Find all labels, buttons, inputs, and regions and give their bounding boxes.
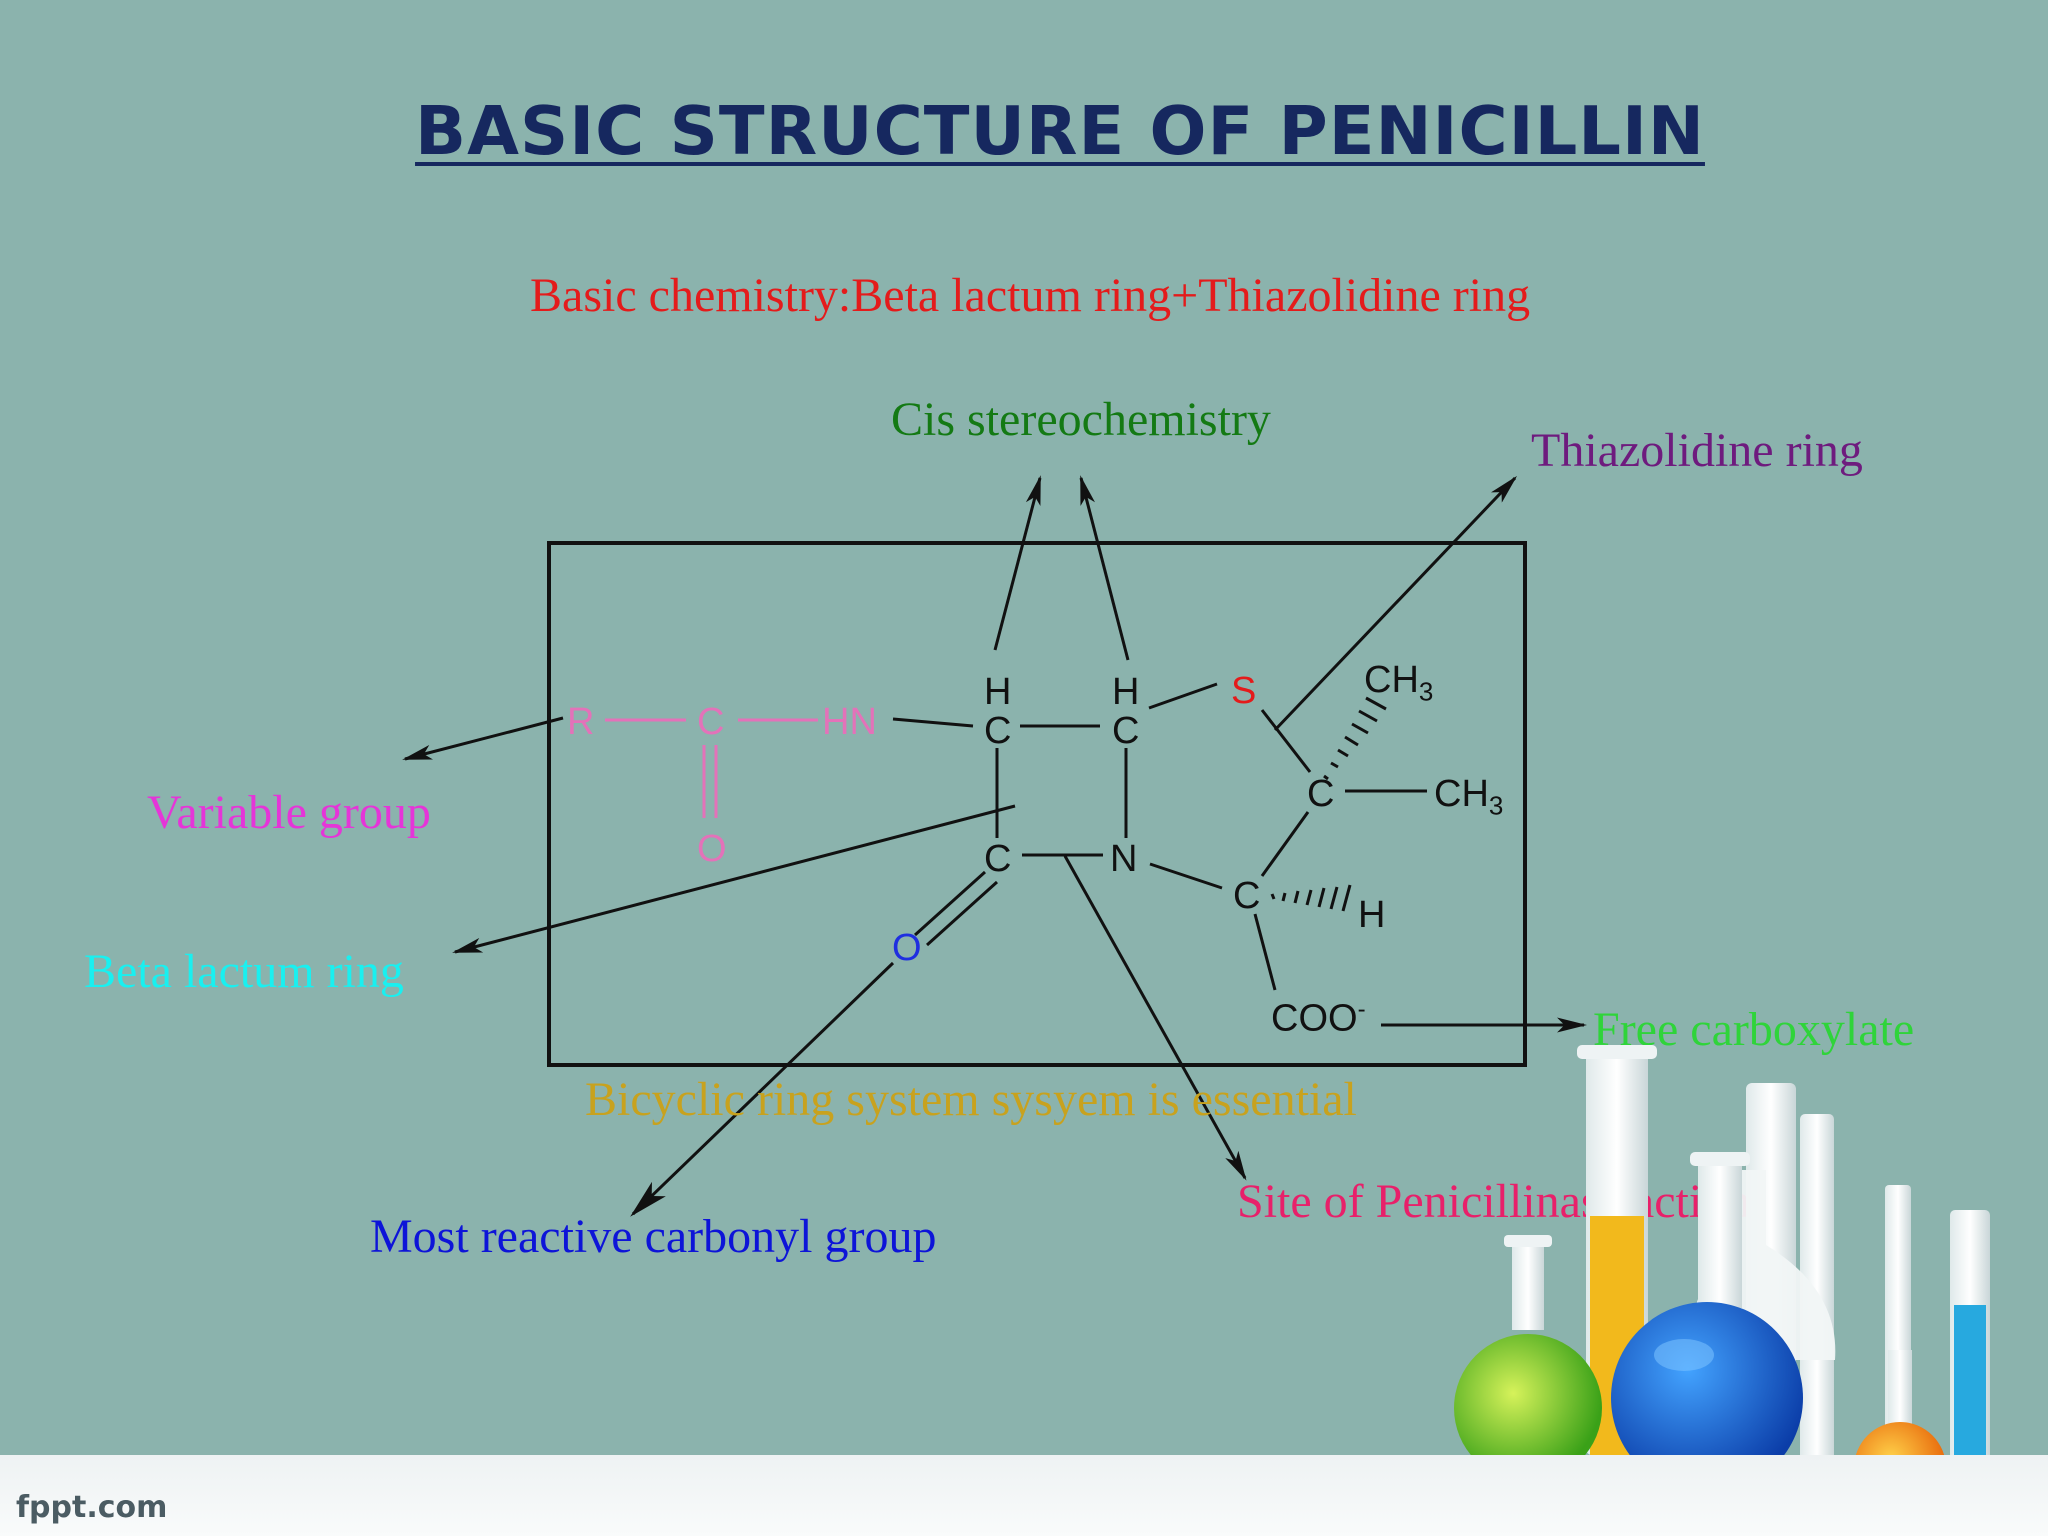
arrow-thiazolidine: [1273, 475, 1518, 732]
label-bicyclic-ring-system: Bicyclic ring system sysyem is essential: [585, 1073, 1357, 1126]
atom-c-alpha: C: [1233, 875, 1261, 917]
atom-c1: C: [984, 710, 1012, 752]
atom-h2: H: [1112, 671, 1140, 713]
label-penicillinase-site: Site of Penicillinase action: [1237, 1175, 1751, 1228]
label-cis-stereochemistry: Cis stereochemistry: [891, 393, 1271, 446]
atom-c-lactam: C: [984, 838, 1012, 880]
label-thiazolidine-ring: Thiazolidine ring: [1531, 424, 1863, 477]
annotation-arrows: [402, 475, 1587, 1217]
atom-o-acyl: O: [697, 828, 727, 870]
footer-brand[interactable]: fppt.com: [16, 1490, 168, 1525]
atom-c-acyl: C: [697, 701, 725, 743]
label-beta-lactum-ring: Beta lactum ring: [84, 945, 404, 998]
acyl-bonds: [605, 718, 818, 818]
atom-hn: HN: [822, 701, 877, 743]
bicyclic-box: [547, 541, 1527, 1067]
hashed-wedge-h: [1270, 884, 1352, 912]
methyl-right: CH3: [1434, 773, 1504, 821]
page-title: BASIC STRUCTURE OF PENICILLIN: [415, 92, 1705, 170]
label-reactive-carbonyl: Most reactive carbonyl group: [370, 1210, 937, 1263]
atom-r: R: [567, 701, 595, 743]
atom-sulfur: S: [1231, 670, 1257, 712]
label-variable-group: Variable group: [147, 786, 431, 839]
hashed-wedge-methyl: [1323, 696, 1387, 781]
arrow-beta: [452, 804, 1016, 954]
arrow-carbonyl: [630, 961, 895, 1217]
arrow-variable: [402, 716, 564, 761]
subtitle: Basic chemistry:Beta lactum ring+Thiazol…: [530, 269, 1531, 322]
core-bonds: [892, 682, 1427, 991]
arrow-penicillinase: [1063, 855, 1247, 1181]
atom-h1: H: [984, 671, 1012, 713]
methyl-top: CH3: [1364, 659, 1434, 707]
footer-band: [0, 1455, 2048, 1536]
arrow-cis-left: [993, 475, 1042, 651]
atom-h-alpha: H: [1358, 894, 1386, 936]
atom-nitrogen: N: [1110, 838, 1138, 880]
arrow-cis-right: [1079, 475, 1130, 661]
carboxylate-group: COO-: [1271, 996, 1366, 1040]
atom-o-lactam: O: [892, 927, 922, 969]
atom-c2: C: [1112, 710, 1140, 752]
atom-c-quaternary: C: [1307, 773, 1335, 815]
